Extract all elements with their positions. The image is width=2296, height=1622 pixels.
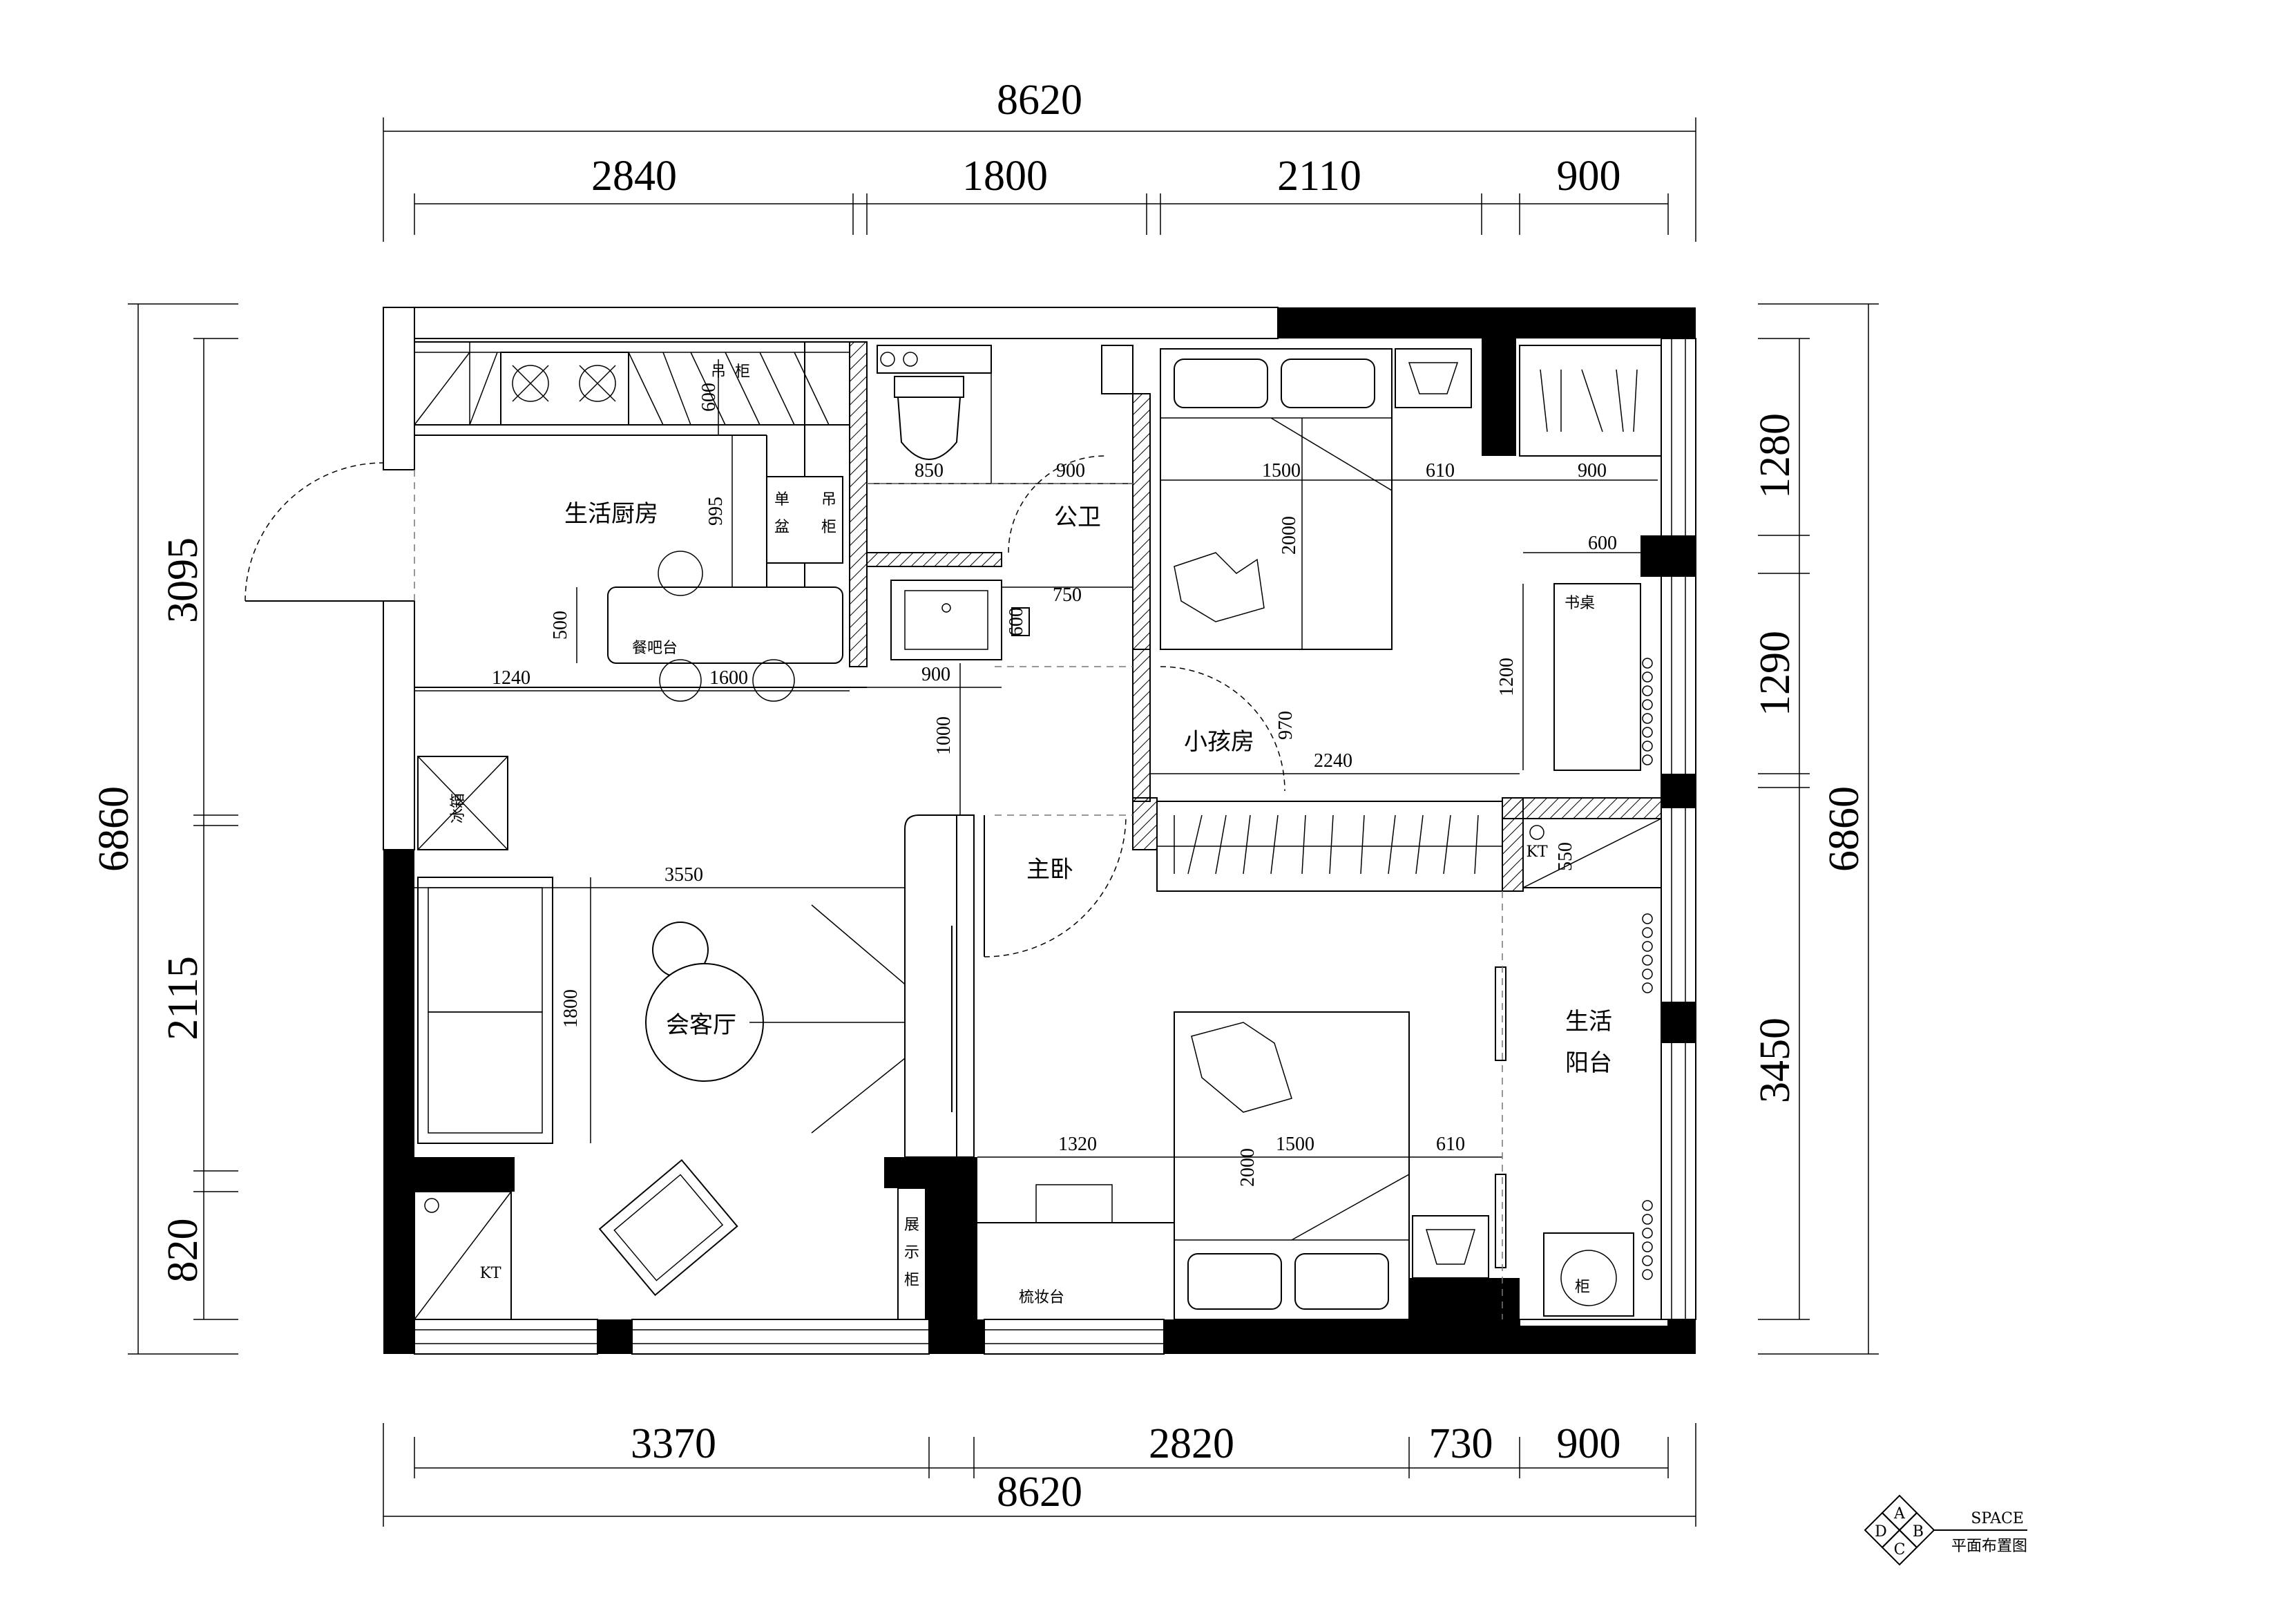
sink-label-1: 单 bbox=[774, 491, 790, 508]
title-space: SPACE bbox=[1971, 1510, 2024, 1527]
dim-right-seg-2: 1290 bbox=[1752, 631, 1799, 716]
living-room-area: 冰箱 3550 1800 会客厅 KT 展 示 柜 bbox=[414, 663, 975, 1320]
dim-top-seg-2: 1800 bbox=[962, 153, 1048, 200]
dim-kid2240: 2240 bbox=[1314, 750, 1352, 772]
dim-bottom-seg-1: 3370 bbox=[631, 1420, 716, 1467]
kt-label-2: KT bbox=[1526, 843, 1547, 861]
master-bedroom-area: 主卧 梳妆台 1320 1500 610 2000 bbox=[939, 814, 1520, 1320]
desk-label: 书桌 bbox=[1565, 595, 1595, 612]
room-bathroom: 公卫 bbox=[1054, 504, 1101, 531]
dim-k1240: 1240 bbox=[492, 667, 530, 689]
dimension-left: 6860 3095 2115 820 bbox=[90, 303, 238, 1355]
dim-right-seg-1: 1280 bbox=[1752, 413, 1799, 499]
dim-top-total: 8620 bbox=[997, 77, 1082, 124]
display-label-1: 展 bbox=[904, 1216, 919, 1234]
dim-kid600: 600 bbox=[1588, 533, 1617, 554]
title-code-b: B bbox=[1913, 1523, 1924, 1540]
title-code-d: D bbox=[1875, 1523, 1887, 1540]
kids-room-area: 书桌 600 1200 1500 610 900 2000 970 2240 小… bbox=[1132, 345, 1662, 892]
dim-l3550: 3550 bbox=[664, 864, 703, 886]
dim-left-seg-1: 3095 bbox=[160, 537, 207, 623]
dim-m1320: 1320 bbox=[1058, 1134, 1097, 1155]
dim-right-total: 6860 bbox=[1821, 786, 1868, 872]
dim-l1800: 1800 bbox=[560, 989, 582, 1028]
dim-top-seg-3: 2110 bbox=[1277, 153, 1361, 200]
dim-bottom-total: 8620 bbox=[997, 1469, 1082, 1516]
dim-c1000: 1000 bbox=[933, 716, 955, 755]
dim-k500: 500 bbox=[550, 611, 571, 640]
dim-m610: 610 bbox=[1436, 1134, 1465, 1155]
dim-bottom-seg-4: 900 bbox=[1557, 1420, 1621, 1467]
outer-walls bbox=[383, 307, 1696, 1355]
dim-kid970: 970 bbox=[1275, 711, 1297, 740]
hanging-cab-label-1: 吊 bbox=[821, 491, 836, 508]
room-balcony-line2: 阳台 bbox=[1565, 1049, 1612, 1077]
interior-partitions bbox=[414, 470, 1503, 1319]
dim-bottom-seg-3: 730 bbox=[1429, 1420, 1493, 1467]
title-code-c: C bbox=[1894, 1541, 1906, 1558]
dim-kid610: 610 bbox=[1426, 460, 1455, 481]
dim-b750: 750 bbox=[1053, 584, 1082, 606]
bathroom-area: 公卫 850 900 750 600 900 bbox=[849, 341, 1151, 688]
dim-kid1500: 1500 bbox=[1262, 460, 1301, 481]
dim-right-seg-3: 3450 bbox=[1752, 1018, 1799, 1103]
dim-top-seg-4: 900 bbox=[1557, 153, 1621, 200]
dim-c550: 550 bbox=[1555, 842, 1576, 871]
dim-k1600: 1600 bbox=[709, 667, 748, 689]
title-code-a: A bbox=[1893, 1505, 1906, 1523]
hanging-cab-label-2: 柜 bbox=[821, 519, 836, 536]
title-block: A B C D SPACE 平面布置图 bbox=[1864, 1494, 2027, 1566]
kitchen-area: 单 盆 吊 柜 吊 柜 餐吧台 生活厨房 600 995 500 1240 16… bbox=[414, 341, 850, 702]
dimension-right: 1280 1290 3450 6860 bbox=[1752, 303, 1879, 1355]
room-master: 主卧 bbox=[1026, 856, 1073, 884]
dim-left-total: 6860 bbox=[90, 786, 137, 872]
wall-cab-label-2: 柜 bbox=[735, 363, 750, 381]
dim-m2000: 2000 bbox=[1237, 1148, 1259, 1187]
dim-kid2000: 2000 bbox=[1279, 516, 1300, 555]
dim-k600: 600 bbox=[698, 383, 720, 412]
dim-b900a: 900 bbox=[1056, 460, 1085, 481]
balcony-area: KT 550 生活 阳台 柜 bbox=[1522, 658, 1662, 1317]
wash-cab-label: 柜 bbox=[1575, 1279, 1590, 1296]
dim-left-seg-2: 2115 bbox=[160, 956, 207, 1040]
dim-b600: 600 bbox=[1006, 607, 1027, 636]
dim-b900b: 900 bbox=[921, 664, 950, 685]
entrance-door bbox=[245, 462, 384, 602]
dim-b850: 850 bbox=[915, 460, 944, 481]
dim-k995: 995 bbox=[705, 497, 727, 526]
dresser-label: 梳妆台 bbox=[1019, 1289, 1064, 1306]
room-balcony-line1: 生活 bbox=[1565, 1008, 1612, 1036]
display-label-3: 柜 bbox=[904, 1272, 919, 1289]
fridge-label: 冰箱 bbox=[450, 793, 467, 823]
dim-top-seg-1: 2840 bbox=[591, 153, 677, 200]
kt-label-1: KT bbox=[479, 1265, 501, 1282]
room-kitchen: 生活厨房 bbox=[564, 500, 658, 528]
title-name: 平面布置图 bbox=[1951, 1538, 2027, 1555]
dim-m1500: 1500 bbox=[1276, 1134, 1314, 1155]
dim-kid900: 900 bbox=[1578, 460, 1607, 481]
display-label-2: 示 bbox=[904, 1244, 919, 1261]
dim-kid1200: 1200 bbox=[1496, 658, 1518, 696]
dim-bottom-seg-2: 2820 bbox=[1149, 1420, 1234, 1467]
room-living: 会客厅 bbox=[666, 1011, 736, 1039]
dimension-bottom: 3370 2820 730 900 8620 bbox=[383, 1420, 1696, 1527]
sink-label-2: 盆 bbox=[774, 519, 790, 536]
dim-left-seg-3: 820 bbox=[160, 1219, 207, 1283]
room-kids: 小孩房 bbox=[1184, 728, 1254, 756]
bar-counter-label: 餐吧台 bbox=[632, 640, 678, 657]
dimension-top: 8620 2840 1800 2110 900 bbox=[383, 77, 1696, 242]
